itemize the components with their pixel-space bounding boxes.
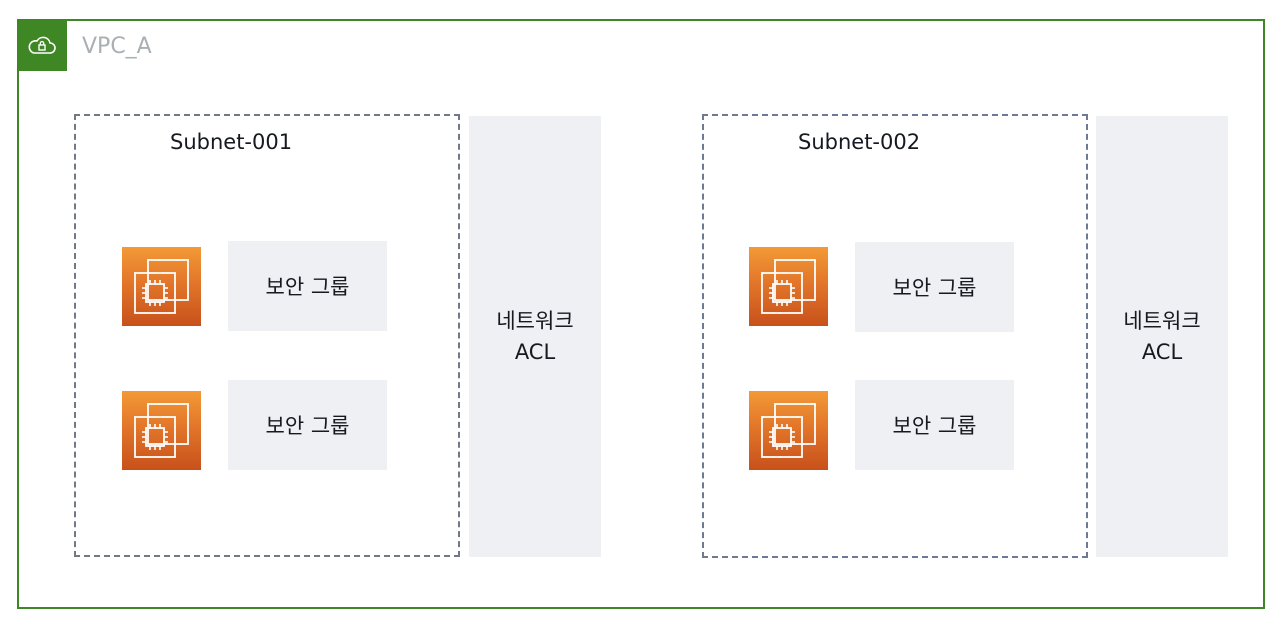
network-acl-label: ACL — [514, 339, 556, 364]
network-acl-label: 네트워크 — [1123, 308, 1201, 333]
security-group-box: 보안 그룹 — [228, 241, 387, 331]
subnet-001-box — [74, 114, 460, 557]
network-acl-box: 네트워크 ACL — [469, 116, 601, 557]
ec2-instance-icon — [749, 391, 828, 470]
ec2-instance-icon — [749, 247, 828, 326]
subnet-002-label: Subnet-002 — [798, 130, 921, 154]
ec2-instance-icon — [122, 247, 201, 326]
network-acl-label: 네트워크 — [496, 308, 574, 333]
subnet-002-box — [702, 114, 1088, 558]
vpc-title: VPC_A — [82, 34, 152, 59]
ec2-instance-icon — [122, 391, 201, 470]
vpc-badge — [17, 19, 67, 71]
network-acl-box: 네트워크 ACL — [1096, 116, 1228, 557]
network-acl-label: ACL — [1141, 339, 1183, 364]
cloud-lock-icon — [28, 36, 56, 54]
subnet-001-label: Subnet-001 — [170, 130, 293, 154]
vpc-container — [17, 19, 1265, 609]
security-group-box: 보안 그룹 — [855, 242, 1014, 332]
security-group-box: 보안 그룹 — [228, 380, 387, 470]
security-group-box: 보안 그룹 — [855, 380, 1014, 470]
